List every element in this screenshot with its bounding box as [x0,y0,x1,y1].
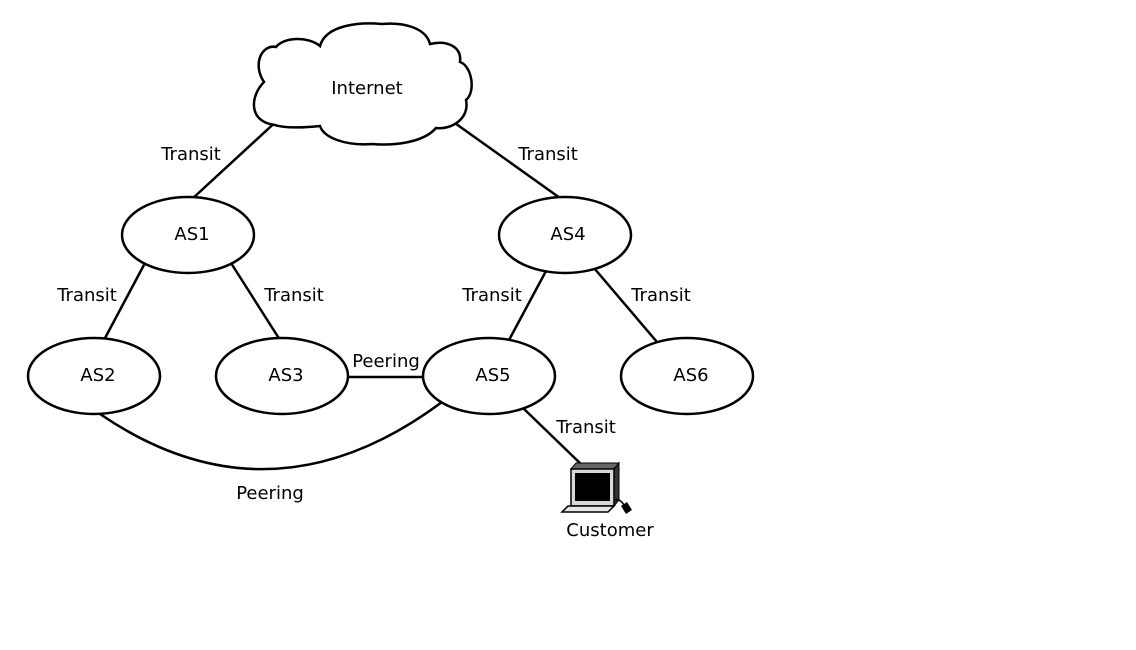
as3-label: AS3 [268,365,303,386]
edge-label-as1-as3: Transit [263,285,324,306]
edge-label-internet-as4: Transit [517,144,578,165]
node-as4: AS4 [497,195,633,275]
edge-as1-as2 [102,262,147,341]
node-as2: AS2 [26,336,162,416]
customer-computer-icon [560,461,632,514]
edge-internet-as4 [451,119,561,200]
edge-as1-as3 [229,262,282,341]
edge-label-as1-as2: Transit [56,285,117,306]
as6-label: AS6 [673,365,708,386]
edge-as4-as5 [507,270,548,341]
edge-label-as4-as5: Transit [461,285,522,306]
node-as5: AS5 [421,336,557,416]
as1-label: AS1 [174,224,209,245]
edge-label-as4-as6: Transit [630,285,691,306]
edge-as5-customer [522,407,584,467]
edge-label-as3-as5: Peering [352,351,420,372]
as2-label: AS2 [80,365,115,386]
internet-label: Internet [331,78,402,99]
edge-label-as2-as5: Peering [236,483,304,504]
edge-as2-as5 [99,400,443,471]
node-as6: AS6 [619,336,755,416]
node-as3: AS3 [214,336,350,416]
edge-label-as5-customer: Transit [555,417,616,438]
node-as1: AS1 [120,195,256,275]
customer-label: Customer [566,520,654,541]
edge-label-internet-as1: Transit [160,144,221,165]
as4-label: AS4 [550,224,585,245]
internet-cloud: Internet [252,22,473,146]
as5-label: AS5 [475,365,510,386]
edge-as4-as6 [593,267,658,343]
edge-internet-as1 [191,117,281,200]
